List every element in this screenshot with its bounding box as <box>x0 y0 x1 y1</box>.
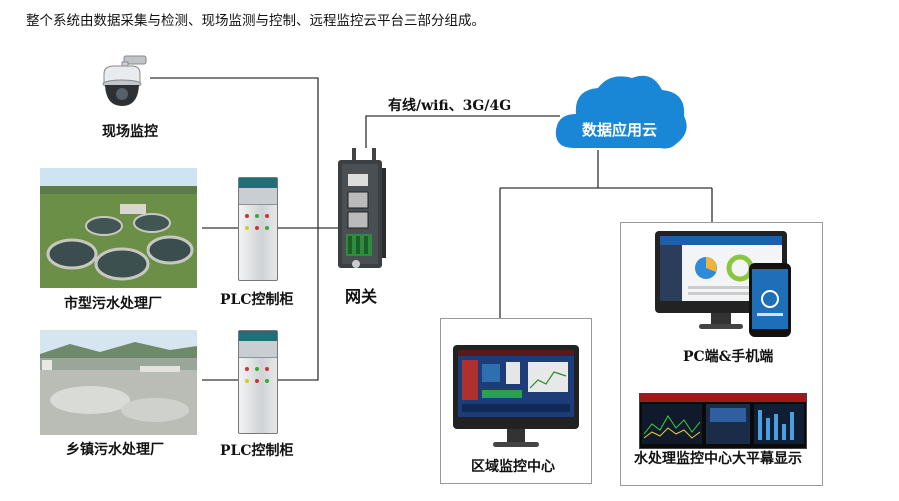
gateway-device <box>334 148 390 274</box>
regional-monitor <box>453 345 579 447</box>
router-icon <box>338 148 386 268</box>
phone-icon <box>752 269 788 329</box>
city-plant-photo <box>40 168 197 288</box>
plc-cabinet-2 <box>238 330 278 434</box>
plc-cabinet-1 <box>238 177 278 281</box>
pc-mobile-panel: PC端&手机端 水处理监控中心大平幕显示 <box>620 222 823 486</box>
link-label: 有线/wifi、3G/4G <box>388 98 512 114</box>
town-plant-label: 乡镇污水处理厂 <box>66 442 164 458</box>
intro-text: 整个系统由数据采集与检测、现场监测与控制、远程监控云平台三部分组成。 <box>26 13 485 29</box>
camera-line <box>150 77 319 228</box>
gateway-cloud-line <box>365 115 560 148</box>
city-plant-label: 市型污水处理厂 <box>64 296 162 312</box>
town-plant-photo <box>40 330 197 435</box>
cloud-label: 数据应用云 <box>582 121 658 139</box>
data-cloud <box>552 70 692 154</box>
camera-icon <box>102 55 147 106</box>
big-screen-display <box>639 393 807 449</box>
gateway-label: 网关 <box>345 287 378 306</box>
regional-center-panel: 区域监控中心 <box>440 318 592 484</box>
cloud-icon <box>555 75 687 149</box>
plc2-label: PLC控制柜 <box>220 443 294 459</box>
pc-mobile-label: PC端&手机端 <box>683 349 774 365</box>
big-screen-label: 水处理监控中心大平幕显示 <box>634 451 802 467</box>
plc2-trunk-line <box>276 228 319 381</box>
plc1-label: PLC控制柜 <box>220 292 294 308</box>
camera-label: 现场监控 <box>102 124 158 140</box>
phone-device <box>749 263 791 337</box>
dome-camera <box>96 54 148 110</box>
regional-center-label: 区域监控中心 <box>471 459 555 475</box>
